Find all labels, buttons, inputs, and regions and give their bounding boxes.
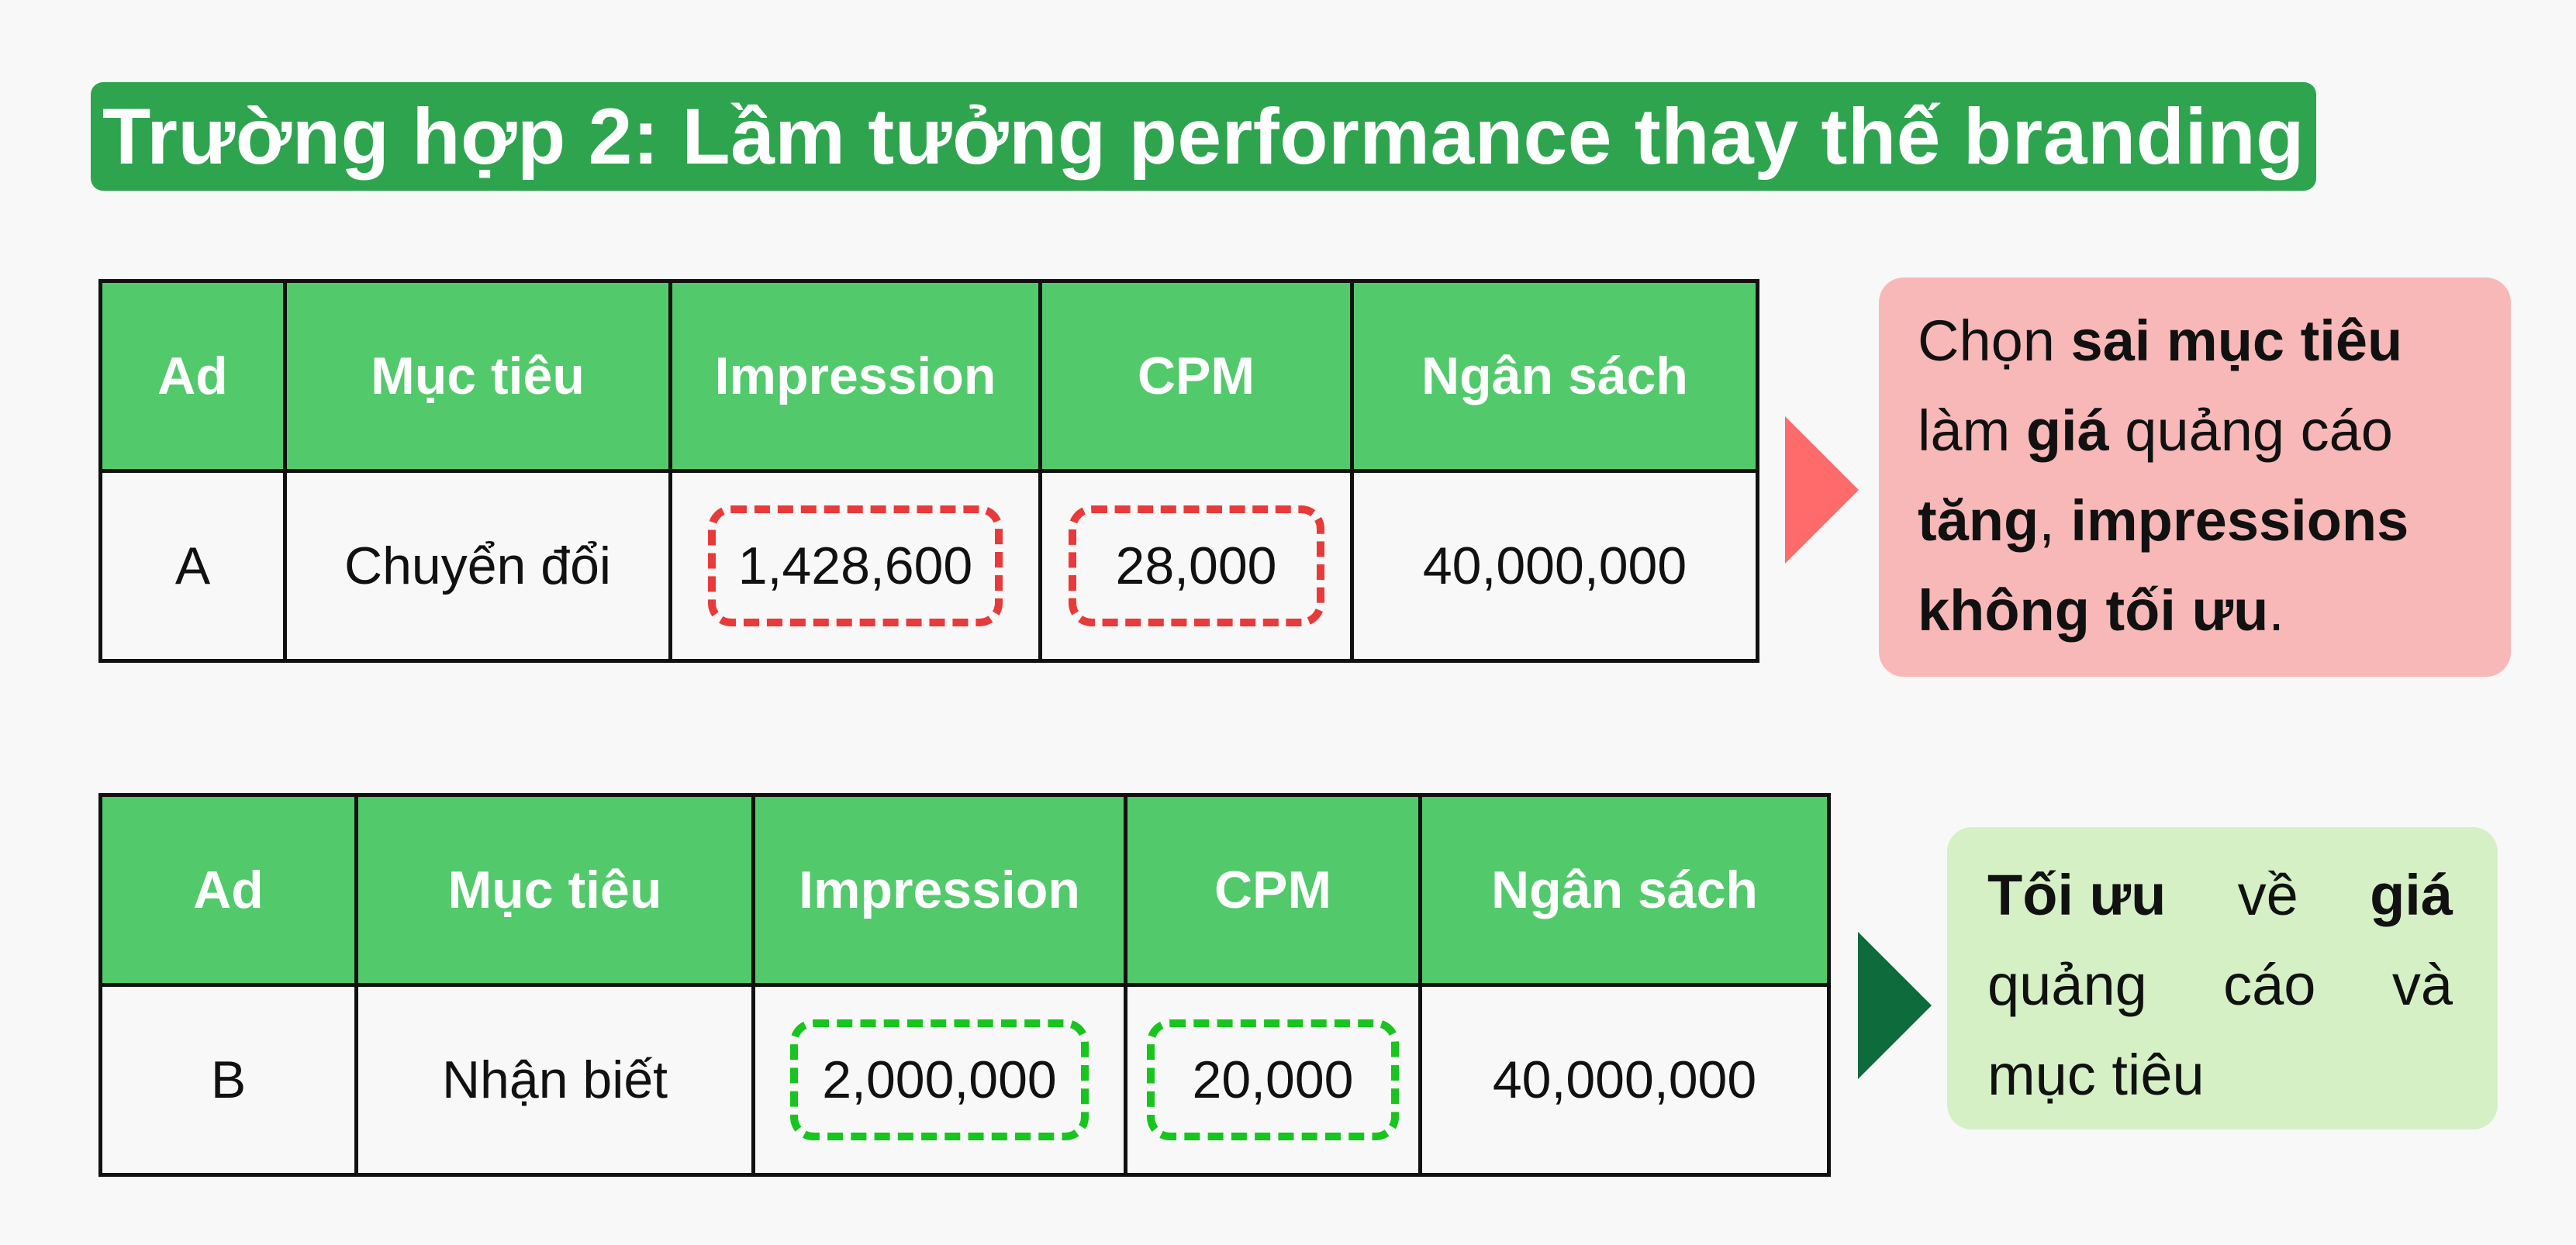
note-line: mục tiêu [1987,1043,2205,1107]
cell-ad: B [98,983,358,1177]
note-wrong-objective: Chọn sai mục tiêu làm giá quảng cáo tăng… [1879,278,2511,677]
header-impression: Impression [751,793,1127,987]
note-line: tăng, impressions [1918,488,2409,553]
header-objective: Mục tiêu [283,279,672,473]
cell-cpm: 28,000 [1038,469,1354,663]
cell-objective: Nhận biết [354,983,755,1177]
note-line: làm giá quảng cáo [1918,398,2393,463]
highlight-cpm-red: 28,000 [1068,505,1324,626]
arrow-right-icon [1785,416,1859,564]
header-ad: Ad [98,279,287,473]
highlight-impression-red: 1,428,600 [708,505,1003,626]
cell-impression: 2,000,000 [751,983,1127,1177]
cell-impression: 1,428,600 [668,469,1042,663]
arrow-right-icon [1858,932,1932,1079]
header-cpm: CPM [1124,793,1422,987]
table-row: B Nhận biết 2,000,000 20,000 40,000,000 [98,983,1831,1177]
cell-budget: 40,000,000 [1418,983,1831,1177]
header-objective: Mục tiêu [354,793,755,987]
note-line: không tối ưu. [1918,578,2284,643]
cell-budget: 40,000,000 [1350,469,1759,663]
header-ad: Ad [98,793,358,987]
table-row: A Chuyển đổi 1,428,600 28,000 40,000,000 [98,469,1759,663]
header-impression: Impression [668,279,1042,473]
cell-objective: Chuyển đổi [283,469,672,663]
header-budget: Ngân sách [1350,279,1759,473]
cell-cpm: 20,000 [1124,983,1422,1177]
cell-ad: A [98,469,287,663]
comparison-table-b: Ad Mục tiêu Impression CPM Ngân sách B N… [98,793,1831,1177]
header-cpm: CPM [1038,279,1354,473]
comparison-table-a: Ad Mục tiêu Impression CPM Ngân sách A C… [98,279,1759,663]
highlight-cpm-green: 20,000 [1147,1019,1399,1140]
table-header-row: Ad Mục tiêu Impression CPM Ngân sách [98,793,1831,987]
header-budget: Ngân sách [1418,793,1831,987]
table-header-row: Ad Mục tiêu Impression CPM Ngân sách [98,279,1759,473]
highlight-impression-green: 2,000,000 [790,1019,1089,1140]
note-line: Chọn sai mục tiêu [1918,309,2403,373]
page-title: Trường hợp 2: Lầm tưởng performance thay… [91,82,2316,191]
